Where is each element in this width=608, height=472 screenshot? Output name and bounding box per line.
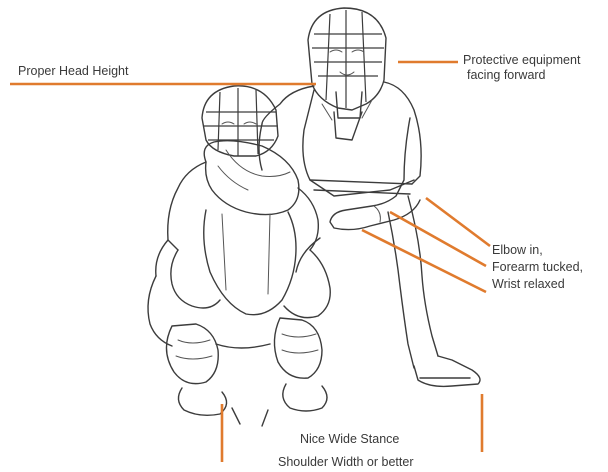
equipment-label-line2: facing forward <box>467 68 580 83</box>
wrist-pointer <box>362 230 486 292</box>
arm-label-line1: Elbow in, <box>492 242 583 259</box>
equipment-label-line1: Protective equipment <box>463 53 580 68</box>
arm-label-line3: Wrist relaxed <box>492 276 583 293</box>
umpire-mask <box>308 8 386 118</box>
arm-label-line2: Forearm tucked, <box>492 259 583 276</box>
umpire-figure <box>259 8 480 386</box>
catcher-mask <box>202 86 278 156</box>
stance-label-line1: Nice Wide Stance <box>300 432 399 447</box>
arm-position-label: Elbow in, Forearm tucked, Wrist relaxed <box>492 242 583 293</box>
catcher-shin-guards <box>166 318 322 384</box>
stance-label-line2: Shoulder Width or better <box>278 455 414 470</box>
head-height-label: Proper Head Height <box>18 64 128 79</box>
equipment-label: Protective equipment facing forward <box>463 53 580 83</box>
forearm-pointer <box>390 212 486 266</box>
